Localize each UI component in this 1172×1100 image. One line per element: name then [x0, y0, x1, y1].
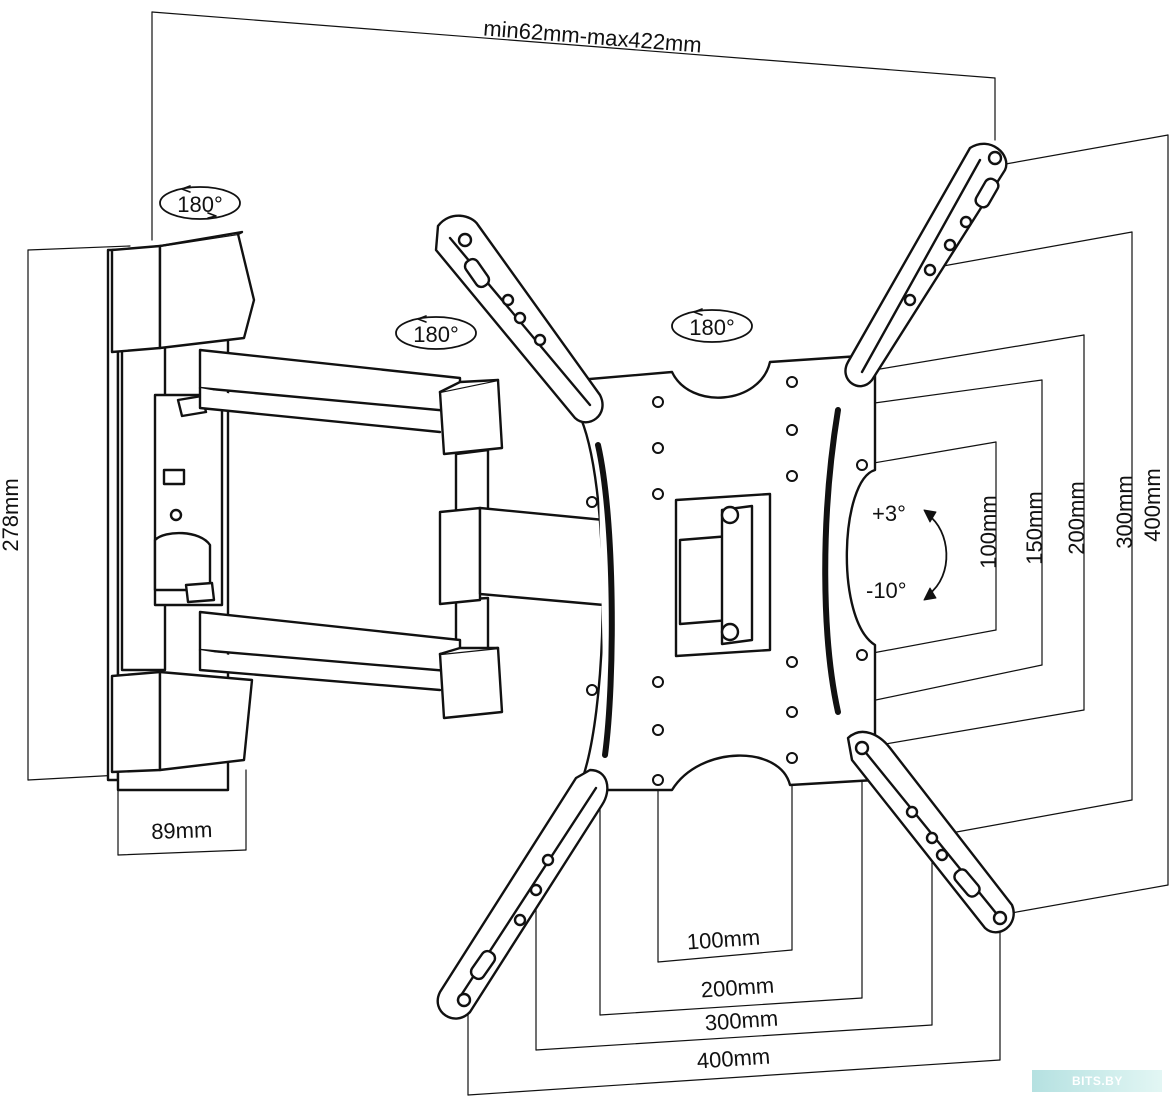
vesa-arm-bottom-right — [846, 730, 1015, 934]
rotation-wall-label: 180° — [177, 192, 223, 217]
rotation-arm-label: 180° — [413, 322, 459, 347]
vesa-vertical-200-label: 200mm — [1064, 481, 1089, 554]
vesa-vertical-400-label: 400mm — [1140, 468, 1165, 541]
vesa-vertical-150-label: 150mm — [1022, 491, 1047, 564]
tilt-down-label: -10° — [866, 578, 907, 603]
rotation-arrow-wall-icon — [159, 186, 241, 220]
vesa-arm-top-right — [844, 142, 1008, 388]
tilt-arrow-icon — [927, 514, 948, 596]
vesa-arm-bottom-left — [436, 768, 609, 1020]
tv-plate — [576, 353, 877, 792]
vesa-horizontal-100-label: 100mm — [686, 924, 761, 954]
rotation-arrow-arm-icon — [395, 316, 477, 350]
rotation-plate-label: 180° — [689, 315, 735, 340]
vesa-arm-top-left — [434, 214, 604, 424]
wall-width-label: 89mm — [151, 817, 213, 844]
watermark-text: BITS.BY — [1072, 1074, 1123, 1088]
vesa-horizontal-200-label: 200mm — [700, 972, 775, 1002]
vesa-vertical-100-label: 100mm — [976, 495, 1001, 568]
wall-plate — [106, 230, 256, 792]
wall-height-label: 278mm — [0, 478, 23, 551]
depth-range-label: min62mm-max422mm — [483, 15, 703, 57]
vesa-horizontal-300-label: 300mm — [704, 1005, 779, 1035]
swing-arm — [198, 348, 606, 720]
vesa-vertical-300-label: 300mm — [1112, 475, 1137, 548]
watermark-logo: BITS.BY — [1032, 1070, 1162, 1092]
dimension-lines — [27, 11, 1169, 1096]
vesa-horizontal-400-label: 400mm — [696, 1043, 771, 1073]
rotation-arrow-plate-icon — [671, 309, 753, 343]
tilt-up-label: +3° — [872, 501, 906, 526]
